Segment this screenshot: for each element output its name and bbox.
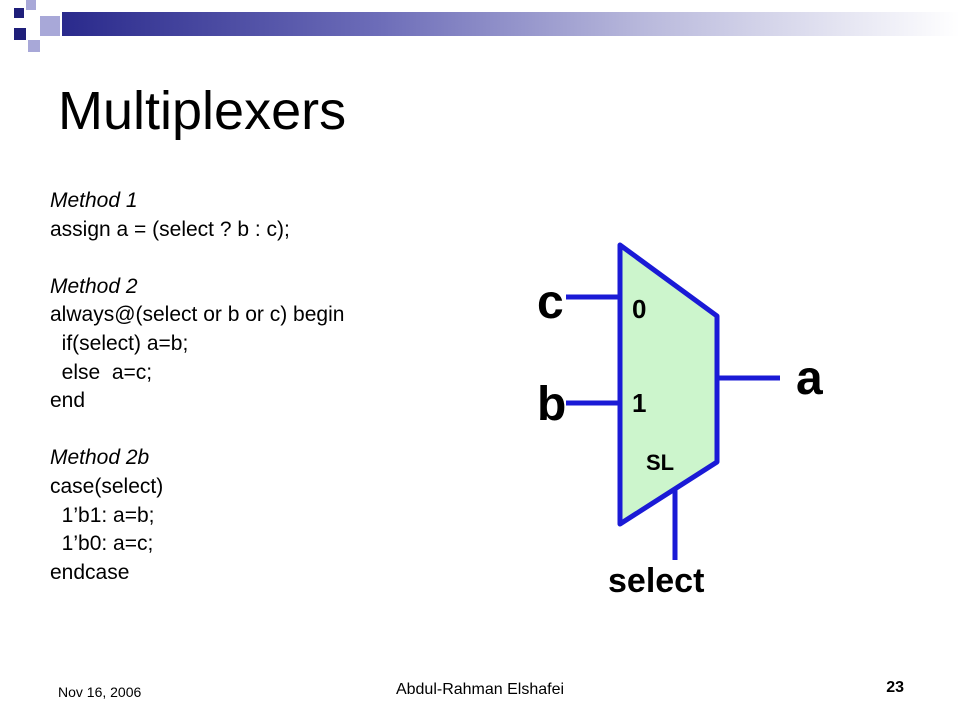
input-b-label: b: [537, 378, 566, 431]
sel-port-label: SL: [646, 450, 674, 475]
footer-date: Nov 16, 2006: [58, 684, 142, 700]
verilog-code-block: Method 1 assign a = (select ? b : c); Meth…: [50, 187, 344, 587]
slide-title: Multiplexers: [58, 81, 347, 141]
corner-squares-decoration: [0, 0, 80, 60]
code-line: always@(select or b or c) begin: [50, 303, 345, 327]
code-line: endcase: [50, 560, 130, 584]
code-line: 1’b0: a=c;: [50, 532, 154, 556]
code-line: Method 1: [50, 189, 138, 212]
code-line: end: [50, 389, 86, 413]
input-0-label: 0: [632, 294, 646, 324]
code-line: assign a = (select ? b : c);: [50, 217, 290, 241]
corner-square: [28, 40, 40, 52]
code-line: 1’b1: a=b;: [50, 503, 155, 527]
mux-body: [617, 242, 720, 527]
page-number: 23: [886, 679, 904, 696]
code-line: case(select): [50, 474, 164, 498]
corner-square: [26, 0, 36, 10]
output-a-label: a: [796, 352, 823, 405]
code-line: Method 2: [50, 274, 138, 298]
code-line: if(select) a=b;: [50, 331, 189, 355]
title-gradient-bar: [62, 12, 960, 36]
code-line: Method 2b: [50, 446, 150, 470]
footer-author: Abdul-Rahman Elshafei: [395, 681, 565, 698]
input-c-label: c: [537, 276, 564, 329]
corner-square: [40, 16, 60, 36]
corner-square: [14, 8, 24, 18]
input-1-label: 1: [632, 388, 646, 418]
select-label: select: [608, 562, 704, 600]
corner-square: [14, 28, 26, 40]
code-line: else a=c;: [50, 360, 153, 384]
